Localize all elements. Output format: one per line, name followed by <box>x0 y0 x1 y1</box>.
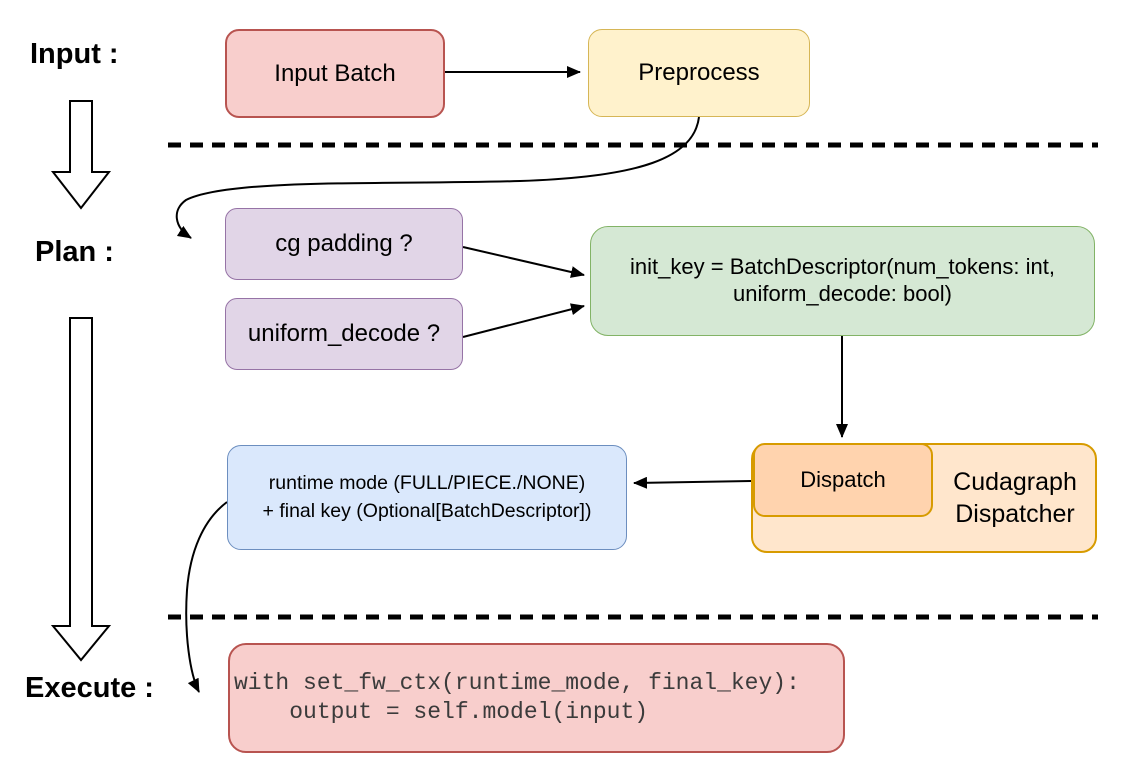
node-runtime-mode: runtime mode (FULL/PIECE./NONE) + final … <box>227 445 627 550</box>
arrow-dispatch-to-runtimemode <box>633 476 752 489</box>
cudagraph-label-line1: Cudagraph <box>953 468 1077 496</box>
stage-label-input: Input : <box>30 38 119 70</box>
node-preprocess: Preprocess <box>588 29 810 117</box>
node-input-batch: Input Batch <box>225 29 445 118</box>
node-init-key: init_key = BatchDescriptor(num_tokens: i… <box>590 226 1095 336</box>
node-dispatch-label: Dispatch <box>800 466 886 492</box>
arrow-uniformdecode-to-initkey <box>462 303 585 338</box>
node-uniform-decode-label: uniform_decode ? <box>247 320 441 348</box>
node-cg-padding: cg padding ? <box>225 208 463 280</box>
node-cg-padding-label: cg padding ? <box>275 230 413 258</box>
hollow-arrow-input-to-plan-icon <box>50 100 112 210</box>
arrow-cgpadding-to-initkey <box>462 246 585 278</box>
node-init-key-line1: init_key = BatchDescriptor(num_tokens: i… <box>630 254 1055 280</box>
node-preprocess-label: Preprocess <box>638 59 760 87</box>
node-execute-code: with set_fw_ctx(runtime_mode, final_key)… <box>228 643 845 753</box>
node-cudagraph-dispatcher-label: Cudagraph Dispatcher <box>933 443 1097 553</box>
execute-code-line2: output = self.model(input) <box>234 699 649 725</box>
node-runtime-mode-line2: + final key (Optional[BatchDescriptor]) <box>262 499 592 522</box>
hollow-arrow-plan-to-execute-icon <box>50 317 112 662</box>
arrow-runtimemode-to-executecode <box>185 501 228 693</box>
node-init-key-line2: uniform_decode: bool) <box>733 281 952 306</box>
cudagraph-label-line2: Dispatcher <box>955 500 1075 528</box>
node-input-batch-label: Input Batch <box>274 59 396 87</box>
node-runtime-mode-line1: runtime mode (FULL/PIECE./NONE) <box>268 472 586 495</box>
arrow-preprocess-to-cgpadding <box>175 116 700 239</box>
stage-label-execute: Execute : <box>25 672 154 704</box>
node-dispatch: Dispatch <box>753 443 933 517</box>
execute-code-line1: with set_fw_ctx(runtime_mode, final_key)… <box>234 670 800 697</box>
node-uniform-decode: uniform_decode ? <box>225 298 463 370</box>
stage-label-plan: Plan : <box>35 236 114 268</box>
